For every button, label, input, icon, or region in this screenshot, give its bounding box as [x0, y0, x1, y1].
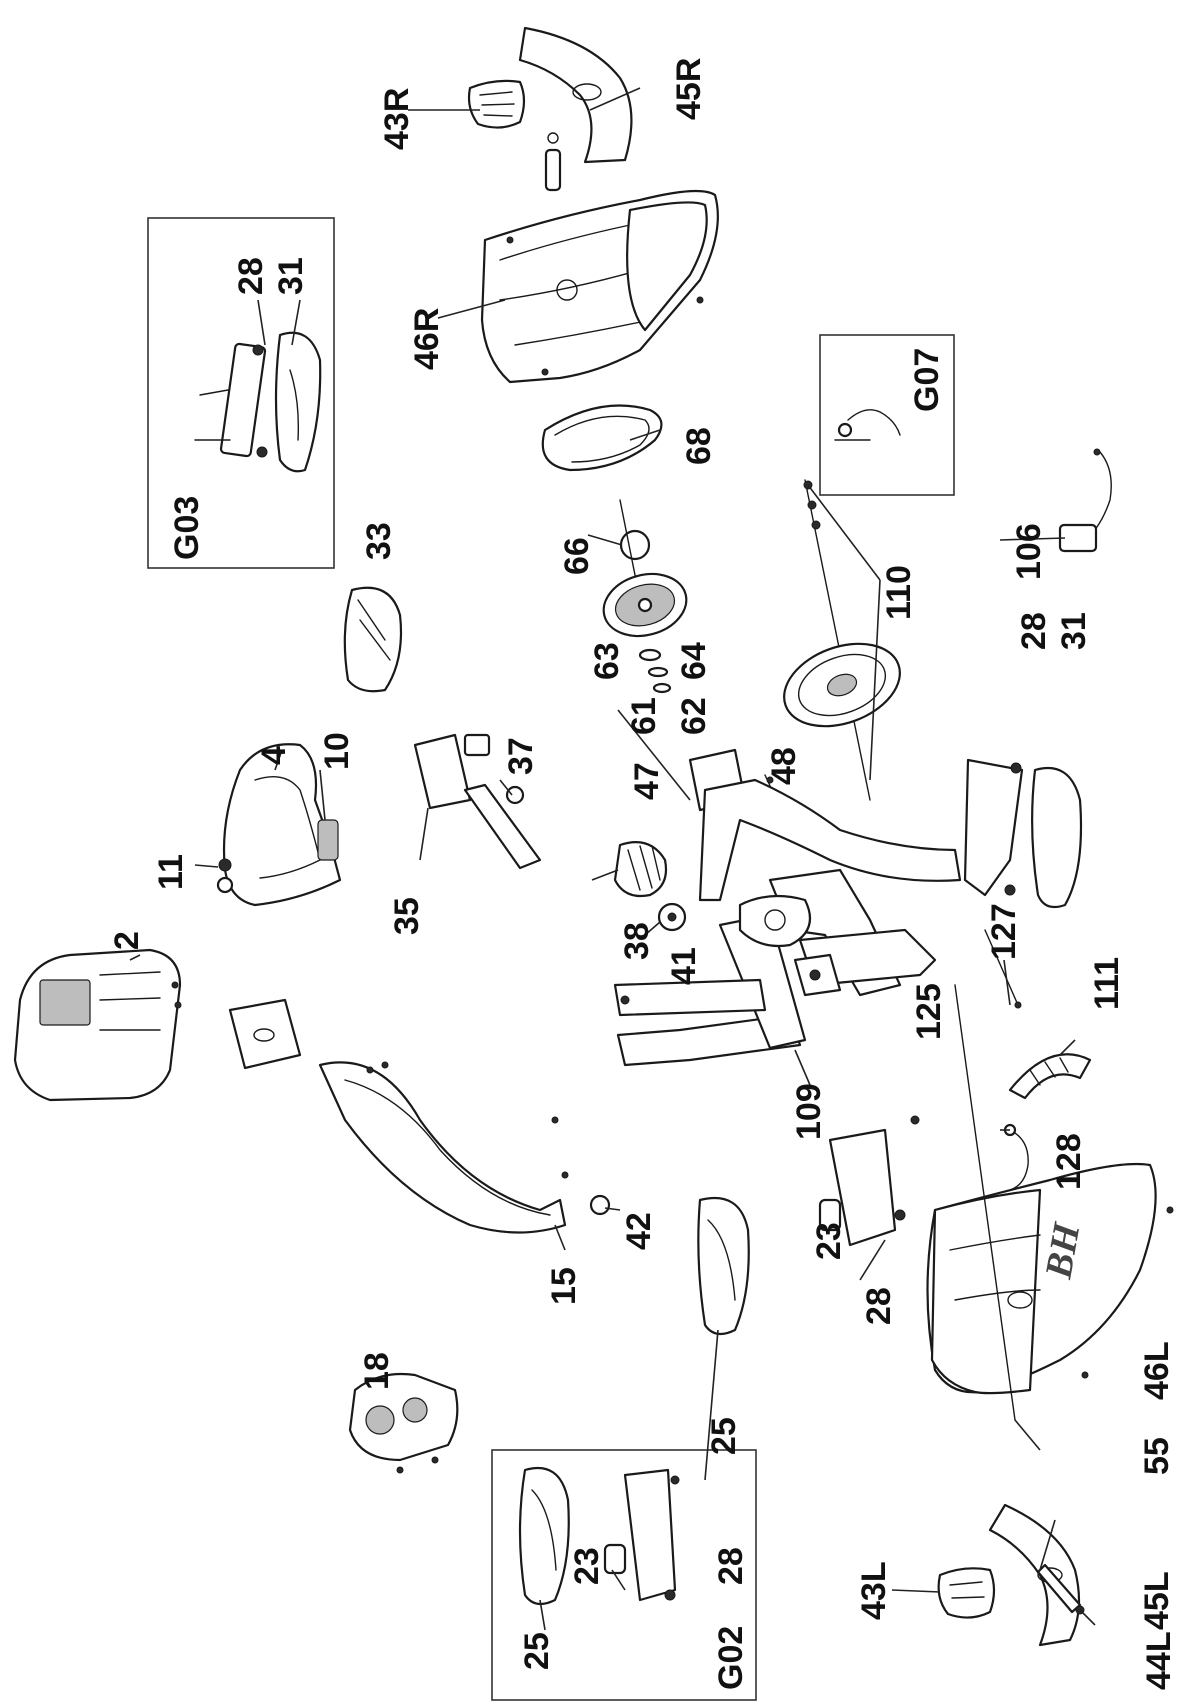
- part-axle-bolts-right: [544, 132, 562, 192]
- part-2-console: [13, 948, 182, 1102]
- part-g02-seat-rail: [603, 1468, 680, 1602]
- label-28-g03: 28: [232, 257, 270, 295]
- part-128-sensor-cable: [1003, 1123, 1029, 1191]
- group-box-g02: [491, 1449, 757, 1701]
- label-106: 106: [1010, 523, 1048, 580]
- label-61: 61: [625, 697, 663, 735]
- part-flywheel: [783, 642, 901, 728]
- label-g07: G07: [908, 348, 946, 412]
- label-127: 127: [985, 903, 1023, 960]
- part-labels: 43R 45R 46R 28 31 G03 G07 68 66 33 110 1…: [108, 58, 1178, 1690]
- part-45r-cover-strip: [518, 26, 633, 164]
- part-main-frame: [616, 778, 962, 1067]
- label-31-rear: 31: [1055, 612, 1093, 650]
- label-48: 48: [765, 747, 803, 785]
- label-45l: 45L: [1138, 1571, 1176, 1630]
- label-111: 111: [1088, 957, 1126, 1010]
- label-55: 55: [1138, 1437, 1176, 1475]
- label-28-rear: 28: [1015, 612, 1053, 650]
- part-64-pulley: [602, 572, 688, 638]
- group-box-g07: [819, 334, 955, 496]
- label-64: 64: [675, 642, 713, 680]
- part-18-console-cover: [348, 1372, 459, 1474]
- label-68: 68: [680, 427, 718, 465]
- part-g02-25-seat-cover: [518, 1466, 570, 1606]
- label-23-g02: 23: [568, 1547, 606, 1585]
- label-15: 15: [545, 1267, 583, 1305]
- label-37: 37: [502, 737, 540, 775]
- part-15-seat-post: [318, 1061, 569, 1234]
- label-125: 125: [910, 983, 948, 1040]
- part-42-knob: [589, 1194, 611, 1216]
- label-23-front: 23: [810, 1222, 848, 1260]
- part-31-seat-cushion-rear: [1031, 766, 1083, 909]
- part-125-bracket: [793, 953, 842, 997]
- part-61-62-63-washers: [638, 648, 672, 694]
- part-43r-pedal: [467, 79, 526, 129]
- part-46r-side-cover: [480, 189, 719, 384]
- part-23-seat-rail-front: [818, 1115, 920, 1247]
- label-18: 18: [358, 1352, 396, 1390]
- label-25: 25: [705, 1417, 743, 1455]
- part-68-drive-belt: [541, 404, 663, 472]
- part-38-tension-knob: [613, 841, 668, 898]
- label-38: 38: [618, 922, 656, 960]
- label-g02: G02: [712, 1626, 750, 1690]
- label-11: 11: [152, 854, 190, 890]
- part-110-flywheel-axle: [803, 479, 871, 801]
- label-28-g02: 28: [712, 1547, 750, 1585]
- part-37-stem-tube: [463, 783, 542, 870]
- part-35-stem-bracket: [413, 733, 491, 810]
- part-106-power-adapter: [1058, 448, 1112, 553]
- part-109-upright-post: [613, 978, 767, 1017]
- part-33-seat-cover: [343, 586, 403, 693]
- part-seat-post-bracket: [228, 998, 302, 1070]
- label-46l: 46L: [1138, 1341, 1176, 1400]
- part-g03-seat-rail: [194, 342, 268, 458]
- part-46l-side-cover: BH: [926, 1162, 1174, 1395]
- label-25-g02: 25: [518, 1632, 556, 1670]
- part-g07-cable-set: [834, 409, 901, 441]
- part-41-knob-cap: [657, 902, 687, 932]
- part-25-seat-cover: [697, 1196, 750, 1336]
- svg-text:BH: BH: [1037, 1219, 1088, 1283]
- label-62: 62: [675, 697, 713, 735]
- label-28-front: 28: [860, 1287, 898, 1325]
- label-31-g03: 31: [272, 257, 310, 295]
- part-g03-31-seat-cushion: [274, 331, 322, 473]
- label-45r: 45R: [670, 58, 708, 120]
- group-box-g03: [147, 217, 335, 569]
- label-43r: 43R: [378, 88, 416, 150]
- label-63: 63: [588, 642, 626, 680]
- part-seat-rail-rear: [963, 758, 1024, 897]
- label-109: 109: [790, 1083, 828, 1140]
- label-128: 128: [1050, 1133, 1088, 1190]
- part-11-fasteners: [216, 858, 234, 894]
- part-111-magnet-bracket: [1008, 1053, 1092, 1100]
- label-41: 41: [665, 947, 703, 985]
- leader-lines: [129, 87, 1096, 1631]
- label-4: 4: [255, 746, 293, 765]
- label-33: 33: [360, 522, 398, 560]
- label-2: 2: [108, 931, 146, 950]
- label-46r: 46R: [408, 308, 446, 370]
- label-g03: G03: [168, 496, 206, 560]
- part-43l-pedal: [937, 1567, 996, 1619]
- label-43l: 43L: [855, 1561, 893, 1620]
- label-10: 10: [318, 732, 356, 770]
- label-42: 42: [620, 1212, 658, 1250]
- label-47: 47: [628, 762, 666, 800]
- label-110: 110: [880, 565, 918, 620]
- part-127-rod: [984, 929, 1022, 1009]
- label-66: 66: [558, 537, 596, 575]
- part-55-cable: [954, 984, 1016, 1421]
- label-44l: 44L: [1140, 1631, 1178, 1690]
- part-45l-cover-strip: [988, 1503, 1081, 1647]
- label-35: 35: [388, 897, 426, 935]
